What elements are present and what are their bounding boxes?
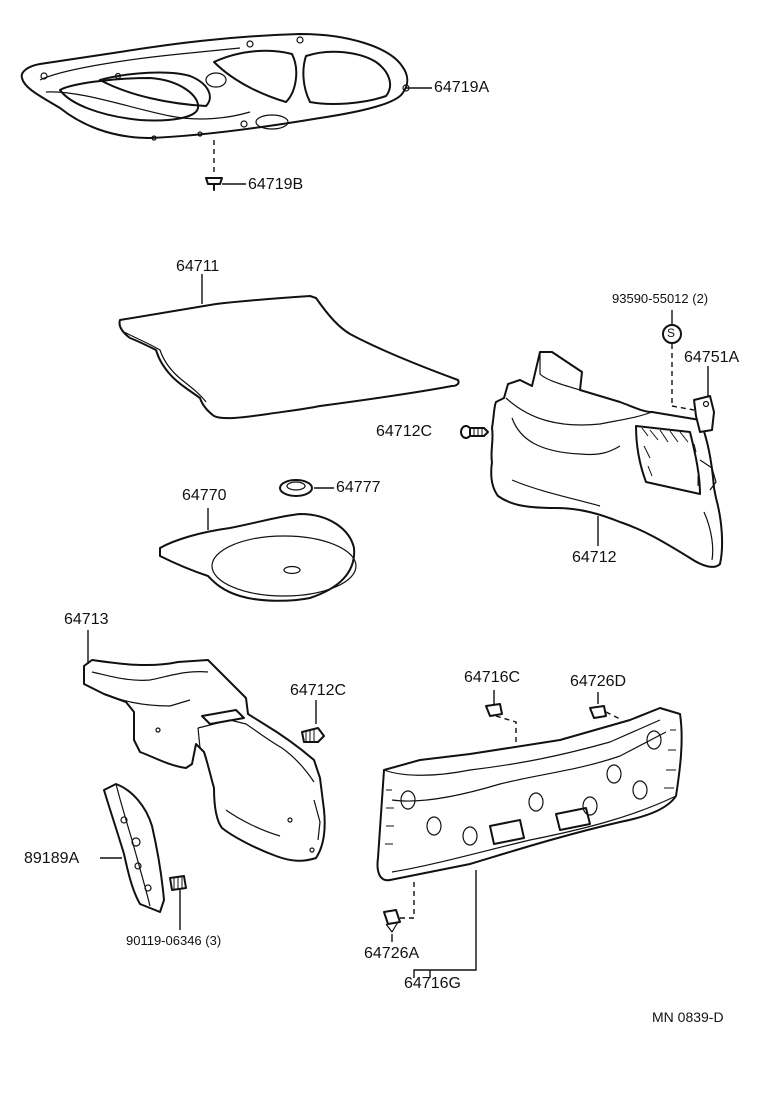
hood-insulator-part <box>20 33 410 141</box>
label-64712C-bottom: 64712C <box>290 682 347 699</box>
label-64719A: 64719A <box>434 79 490 96</box>
label-64712C-top: 64712C <box>376 423 433 440</box>
spare-tire-cover-part <box>159 508 357 602</box>
clip-64719B-part <box>205 140 246 191</box>
label-64726A: 64726A <box>364 945 420 962</box>
screw-64712C-bottom-part <box>301 700 325 743</box>
label-93590: 93590-55012 (2) <box>612 291 709 306</box>
label-64751A: 64751A <box>684 349 740 366</box>
label-64719B: 64719B <box>248 176 304 193</box>
trunk-side-trim-right-part <box>490 351 724 568</box>
clip-64726A-part <box>383 880 415 942</box>
bracket-64751A-part <box>671 366 715 433</box>
trunk-side-trim-left-part <box>83 630 326 862</box>
bracket-89189A-part <box>100 783 165 913</box>
rear-panel-trim-part <box>376 707 683 882</box>
label-64716C: 64716C <box>464 669 521 686</box>
label-64711: 64711 <box>176 258 220 275</box>
clip-64716C-part <box>485 690 503 717</box>
label-64716G: 64716G <box>404 975 461 992</box>
grommet-64777-part <box>279 479 334 497</box>
screw-64712C-top-part <box>460 425 489 439</box>
drawing-code: MN 0839-D <box>652 1009 724 1025</box>
label-89189A: 89189A <box>24 850 80 867</box>
clip-64726D-part <box>589 692 607 719</box>
bolt-90119-part <box>169 875 187 930</box>
s-symbol: S <box>667 326 676 340</box>
trunk-floor-mat-part <box>118 274 460 420</box>
label-64726D: 64726D <box>570 673 627 690</box>
nut-93590-part <box>662 310 682 406</box>
label-64713: 64713 <box>64 611 109 628</box>
label-64770: 64770 <box>182 487 227 504</box>
label-90119: 90119-06346 (3) <box>126 933 222 948</box>
label-64777: 64777 <box>336 479 381 496</box>
label-64712: 64712 <box>572 549 617 566</box>
